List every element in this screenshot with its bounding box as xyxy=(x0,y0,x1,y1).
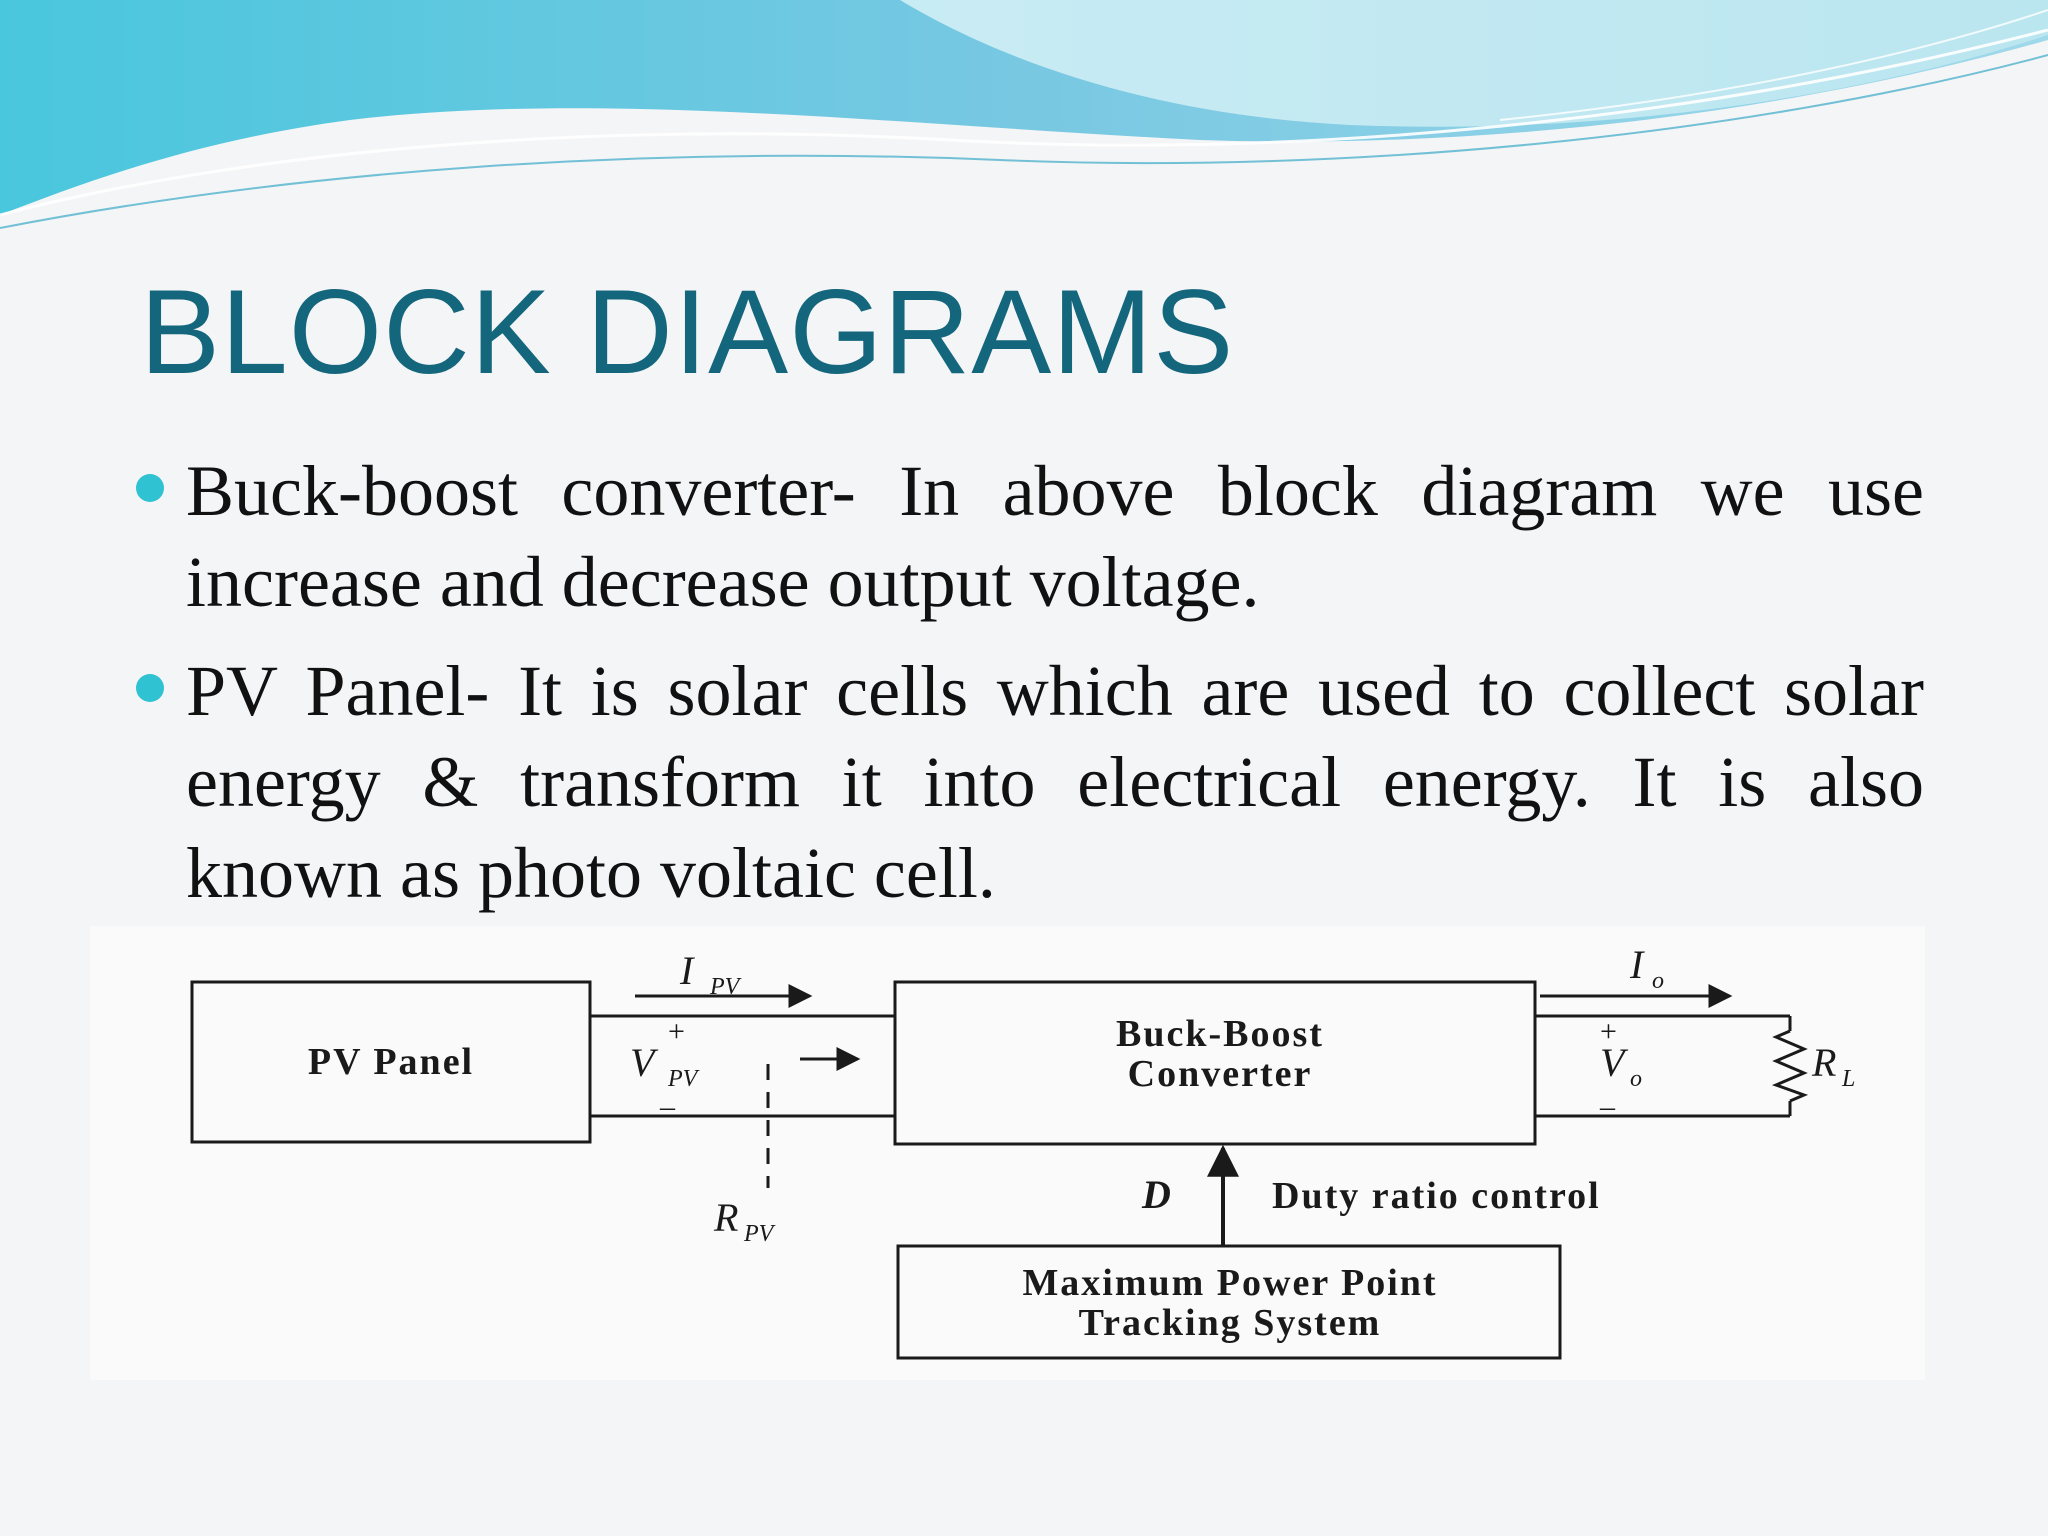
ipv-label: I xyxy=(679,948,695,993)
converter-label-line2: Converter xyxy=(1128,1053,1313,1095)
vpv-subscript: PV xyxy=(667,1066,700,1092)
duty-ratio-label: Duty ratio control xyxy=(1272,1175,1601,1217)
bullet-dot-icon xyxy=(136,474,164,502)
vo-plus: + xyxy=(1600,1015,1617,1048)
rpv-subscript: PV xyxy=(743,1221,776,1247)
bullet-item-buck-boost: Buck-boost converter- In above block dia… xyxy=(134,446,1924,628)
bullet-list: Buck-boost converter- In above block dia… xyxy=(134,446,1924,937)
bullet-dot-icon xyxy=(136,674,164,702)
d-label: D xyxy=(1141,1172,1171,1217)
vo-label: V xyxy=(1600,1040,1629,1085)
block-diagram-svg: PV Panel Buck-Boost Converter Maximum Po… xyxy=(190,942,1855,1360)
vo-subscript: o xyxy=(1630,1066,1642,1092)
bullet-text: Buck-boost converter- In above block dia… xyxy=(186,451,1924,622)
pv-panel-label: PV Panel xyxy=(308,1041,474,1083)
ipv-subscript: PV xyxy=(709,974,742,1000)
buck-boost-converter-block xyxy=(893,980,1537,1146)
vpv-minus: – xyxy=(659,1090,676,1123)
vo-minus: – xyxy=(1599,1090,1616,1123)
resistor-rl-icon xyxy=(1771,1029,1809,1103)
vpv-plus: + xyxy=(668,1015,685,1048)
bullet-text: PV Panel- It is solar cells which are us… xyxy=(186,651,1924,913)
rl-label: R xyxy=(1811,1040,1836,1085)
block-diagram: PV Panel Buck-Boost Converter Maximum Po… xyxy=(90,926,1925,1380)
vpv-label: V xyxy=(630,1040,659,1085)
mppt-block xyxy=(896,1244,1562,1360)
header-wave-decoration xyxy=(0,0,2048,229)
rl-subscript: L xyxy=(1841,1066,1855,1092)
rpv-label: R xyxy=(713,1195,738,1240)
io-label: I xyxy=(1629,942,1645,987)
mppt-label-line1: Maximum Power Point xyxy=(1022,1262,1437,1304)
io-subscript: o xyxy=(1652,968,1664,994)
pv-panel-block xyxy=(190,980,592,1144)
slide-title: BLOCK DIAGRAMS xyxy=(140,265,1235,399)
mppt-label-line2: Tracking System xyxy=(1079,1302,1382,1344)
converter-label-line1: Buck-Boost xyxy=(1116,1013,1324,1055)
bullet-item-pv-panel: PV Panel- It is solar cells which are us… xyxy=(134,646,1924,919)
